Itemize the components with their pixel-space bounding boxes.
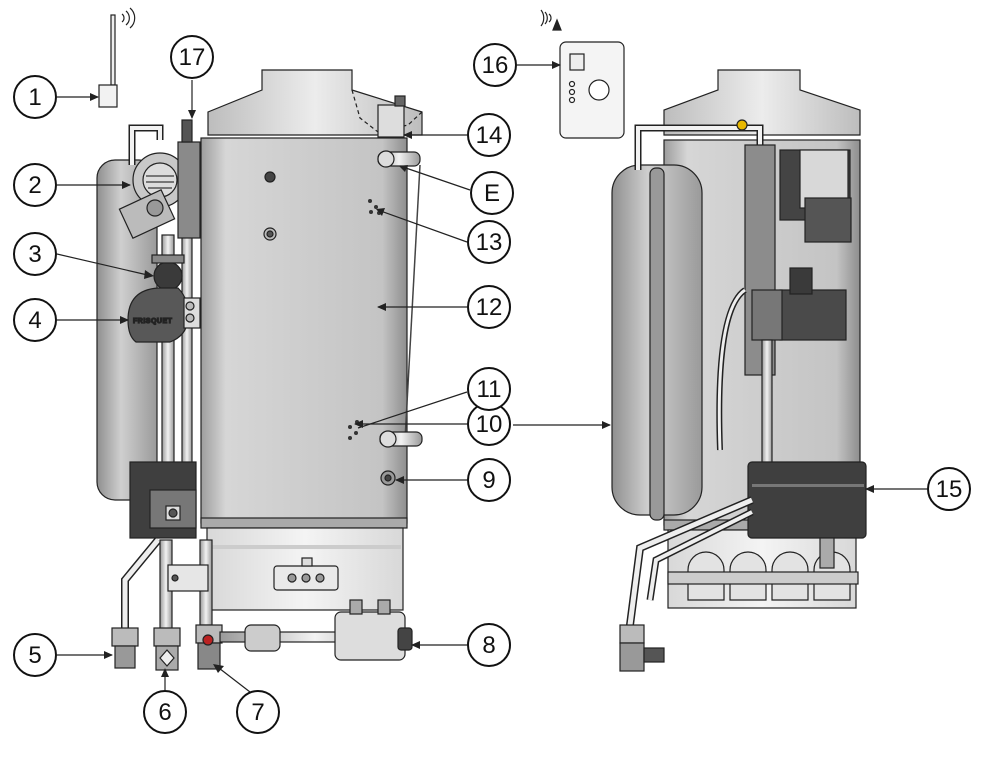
callout-label: E [484, 180, 500, 207]
callout-label: 12 [476, 294, 503, 321]
callout-label: 8 [482, 632, 495, 659]
callout-14: 14 [467, 113, 511, 157]
callout-5: 5 [13, 633, 57, 677]
wireless-signal-icon [540, 9, 562, 31]
callout-circle [143, 690, 187, 734]
callout-circle [170, 35, 214, 79]
callout-17: 17 [170, 35, 214, 79]
callout-label: 5 [28, 642, 41, 669]
control-box-side [747, 461, 867, 539]
callout-9: 9 [467, 458, 511, 502]
callout-circle [467, 285, 511, 329]
callout-label: 10 [476, 411, 503, 438]
callout-8: 8 [467, 623, 511, 667]
callout-circle [467, 220, 511, 264]
callout-circle [467, 623, 511, 667]
callout-15: 15 [927, 467, 971, 511]
callout-label: 1 [28, 84, 41, 111]
callout-3: 3 [13, 232, 57, 276]
outdoor-sensor-icon [98, 7, 136, 108]
callout-label: 14 [476, 122, 503, 149]
callout-13: 13 [467, 220, 511, 264]
callout-E: E [470, 171, 514, 215]
callout-1: 1 [13, 75, 57, 119]
callout-circle [473, 43, 517, 87]
side-view [611, 69, 867, 672]
callout-circle [13, 75, 57, 119]
leader-line-11 [357, 391, 468, 429]
arrow-heads [90, 61, 874, 677]
callout-label: 15 [936, 476, 963, 503]
callout-7: 7 [236, 690, 280, 734]
callout-circle [467, 458, 511, 502]
callout-6: 6 [143, 690, 187, 734]
callout-label: 9 [482, 467, 495, 494]
callout-circle [13, 232, 57, 276]
callout-11: 11 [467, 367, 511, 411]
callout-label: 3 [28, 241, 41, 268]
callout-label: 17 [179, 44, 206, 71]
callout-label: 4 [28, 307, 41, 334]
brand-label: FRISQUET [133, 318, 173, 325]
callout-label: 11 [477, 376, 502, 403]
anode-cap [377, 104, 405, 138]
callout-circle [13, 633, 57, 677]
front-view: FRISQUET [96, 69, 423, 671]
callout-16: 16 [473, 43, 517, 87]
callout-label: 16 [482, 52, 509, 79]
tank-body-front [200, 137, 408, 524]
callout-label: 2 [28, 172, 41, 199]
leader-lines [56, 64, 927, 693]
callout-label: 13 [476, 229, 503, 256]
callout-circle [927, 467, 971, 511]
callout-4: 4 [13, 298, 57, 342]
callout-circle [13, 163, 57, 207]
callout-circle [467, 367, 511, 411]
callout-circle [13, 298, 57, 342]
callout-label: 7 [251, 699, 264, 726]
callout-circle [467, 113, 511, 157]
callout-circle [470, 171, 514, 215]
remote-thermostat-icon [559, 41, 625, 139]
callout-circle [236, 690, 280, 734]
callout-2: 2 [13, 163, 57, 207]
callout-12: 12 [467, 285, 511, 329]
callout-label: 6 [158, 699, 171, 726]
top-cap-side [663, 69, 861, 136]
